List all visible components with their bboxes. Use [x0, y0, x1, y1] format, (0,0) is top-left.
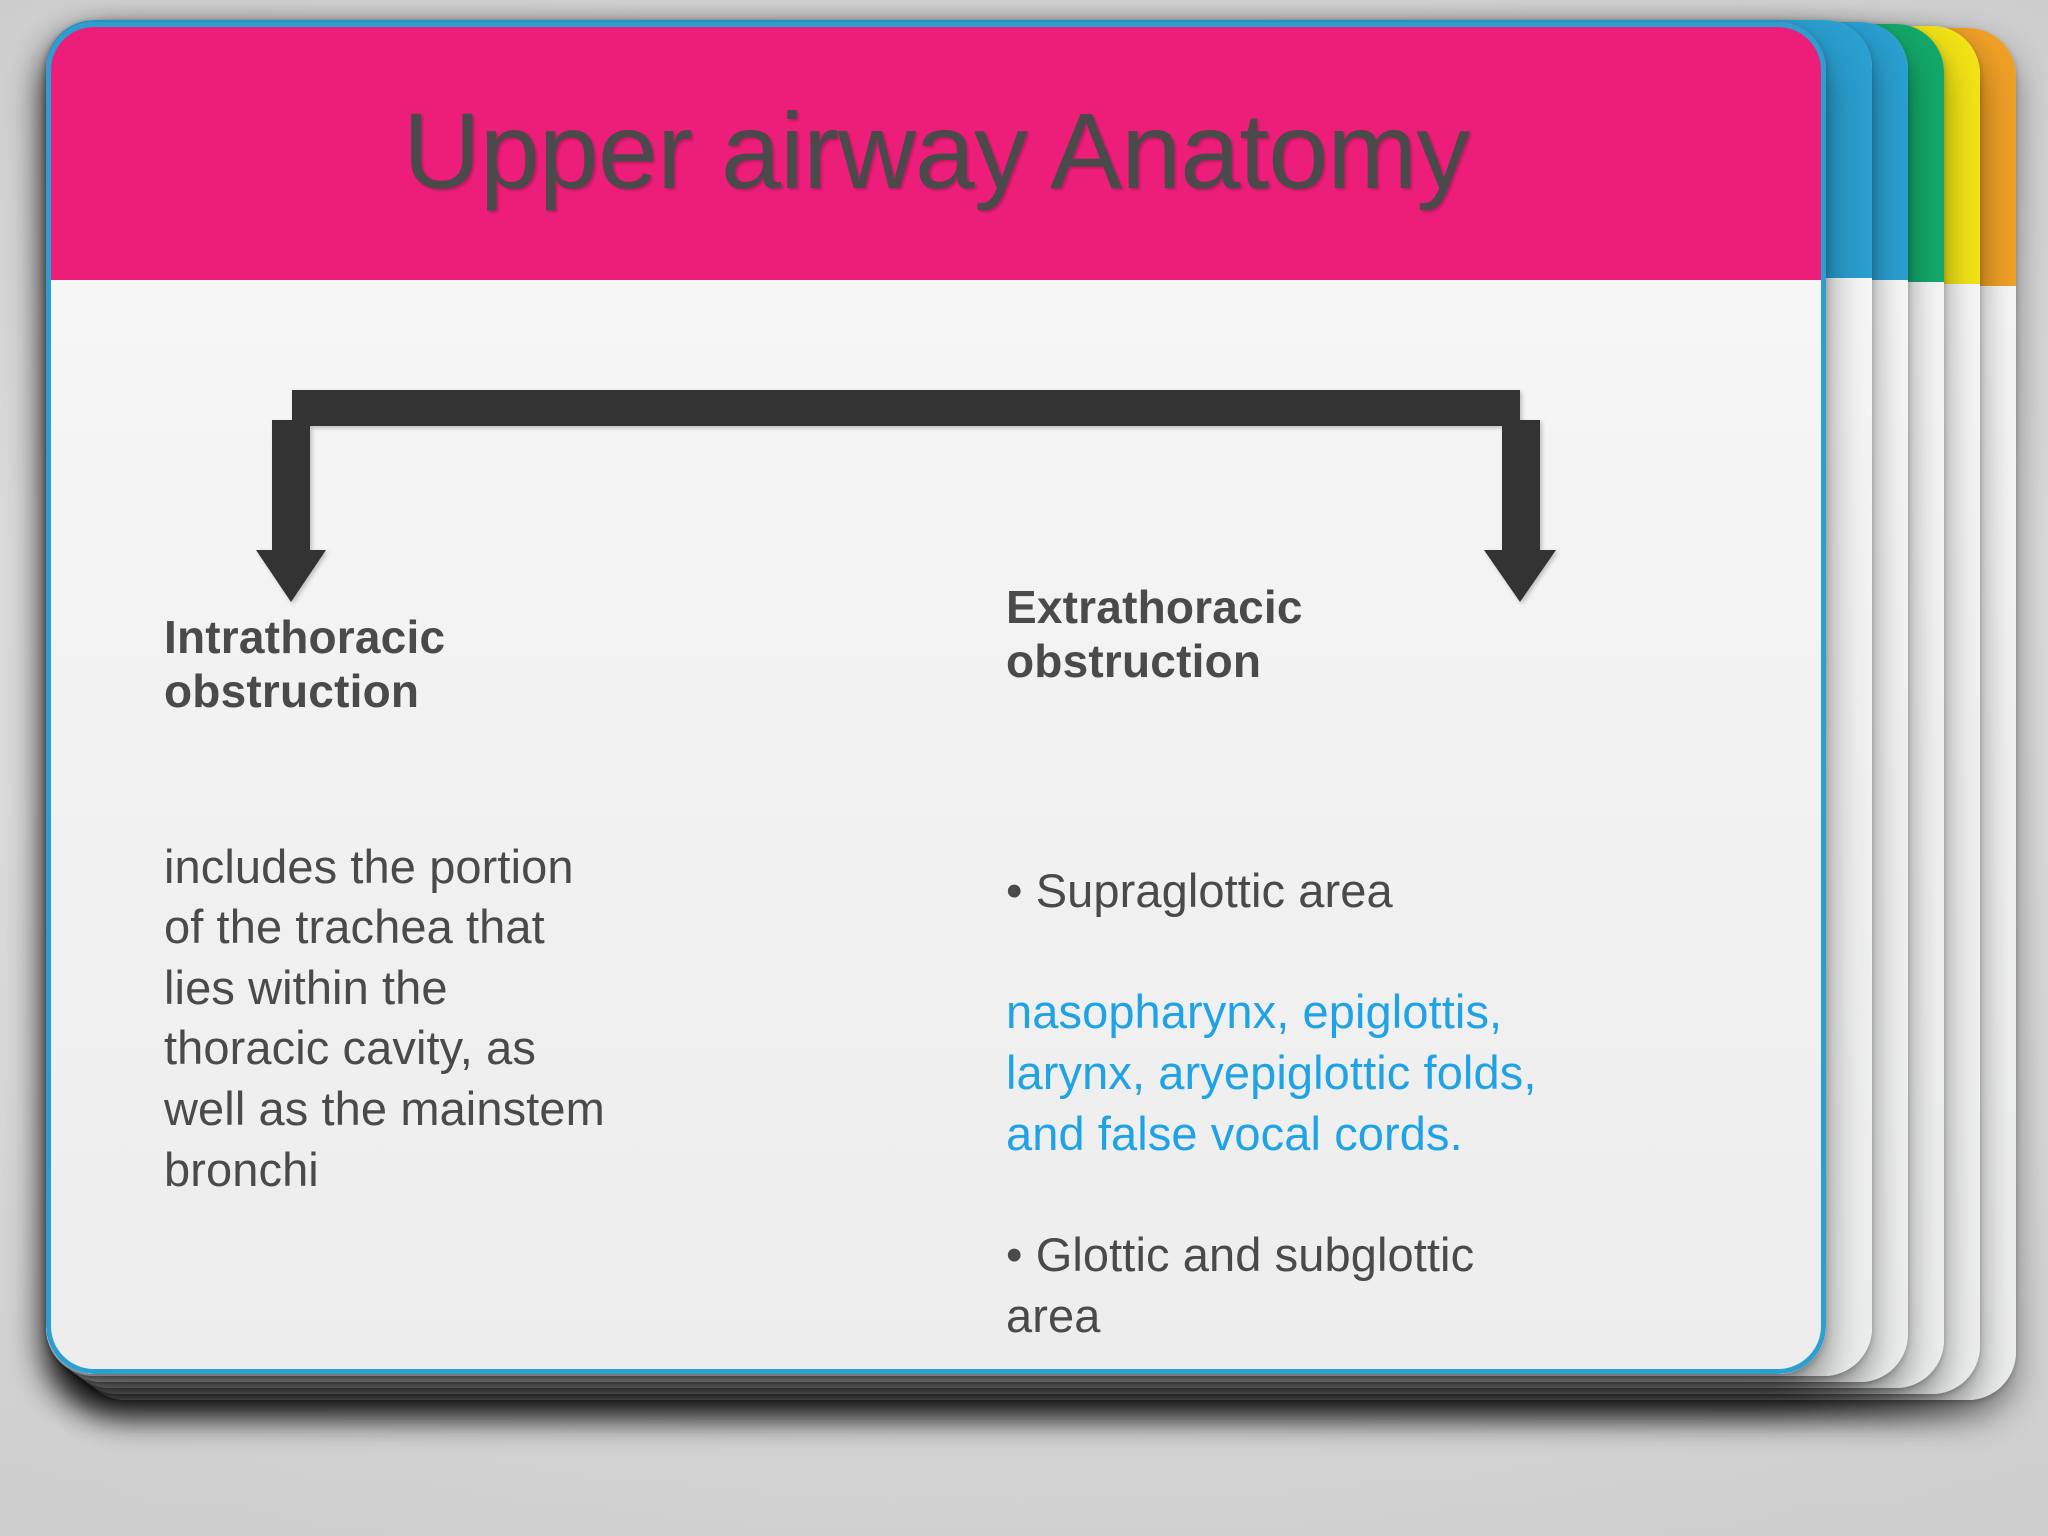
bullet-supraglottic-area: • Supraglottic area: [1006, 864, 1393, 918]
slide-header-bar: Upper airway Anatomy: [46, 22, 1826, 280]
extrathoracic-heading: Extrathoracic obstruction: [1006, 581, 1303, 688]
column-intrathoracic: Intrathoracic obstruction includes the p…: [164, 610, 784, 1200]
bullet-glottic-subglottic-area: • Glottic and subglottic area: [1006, 1227, 1475, 1342]
slide-content-area: Intrathoracic obstruction includes the p…: [46, 280, 1826, 1374]
intrathoracic-body-text: includes the portion of the trachea that…: [164, 839, 605, 1196]
intrathoracic-heading: Intrathoracic obstruction: [164, 611, 446, 718]
page-title: Upper airway Anatomy: [402, 90, 1470, 211]
bracket-down-arrow-icon: [256, 390, 1556, 602]
extrathoracic-body-text: • Supraglottic area nasopharynx, epiglot…: [1006, 801, 1646, 1374]
active-slide-card[interactable]: Upper airway Anatomy Intrathoracic obstr…: [46, 22, 1826, 1374]
column-extrathoracic: Extrathoracic obstruction • Supraglottic…: [1006, 580, 1646, 1374]
supraglottic-structures-detail: nasopharynx, epiglottis, larynx, aryepig…: [1006, 985, 1537, 1160]
